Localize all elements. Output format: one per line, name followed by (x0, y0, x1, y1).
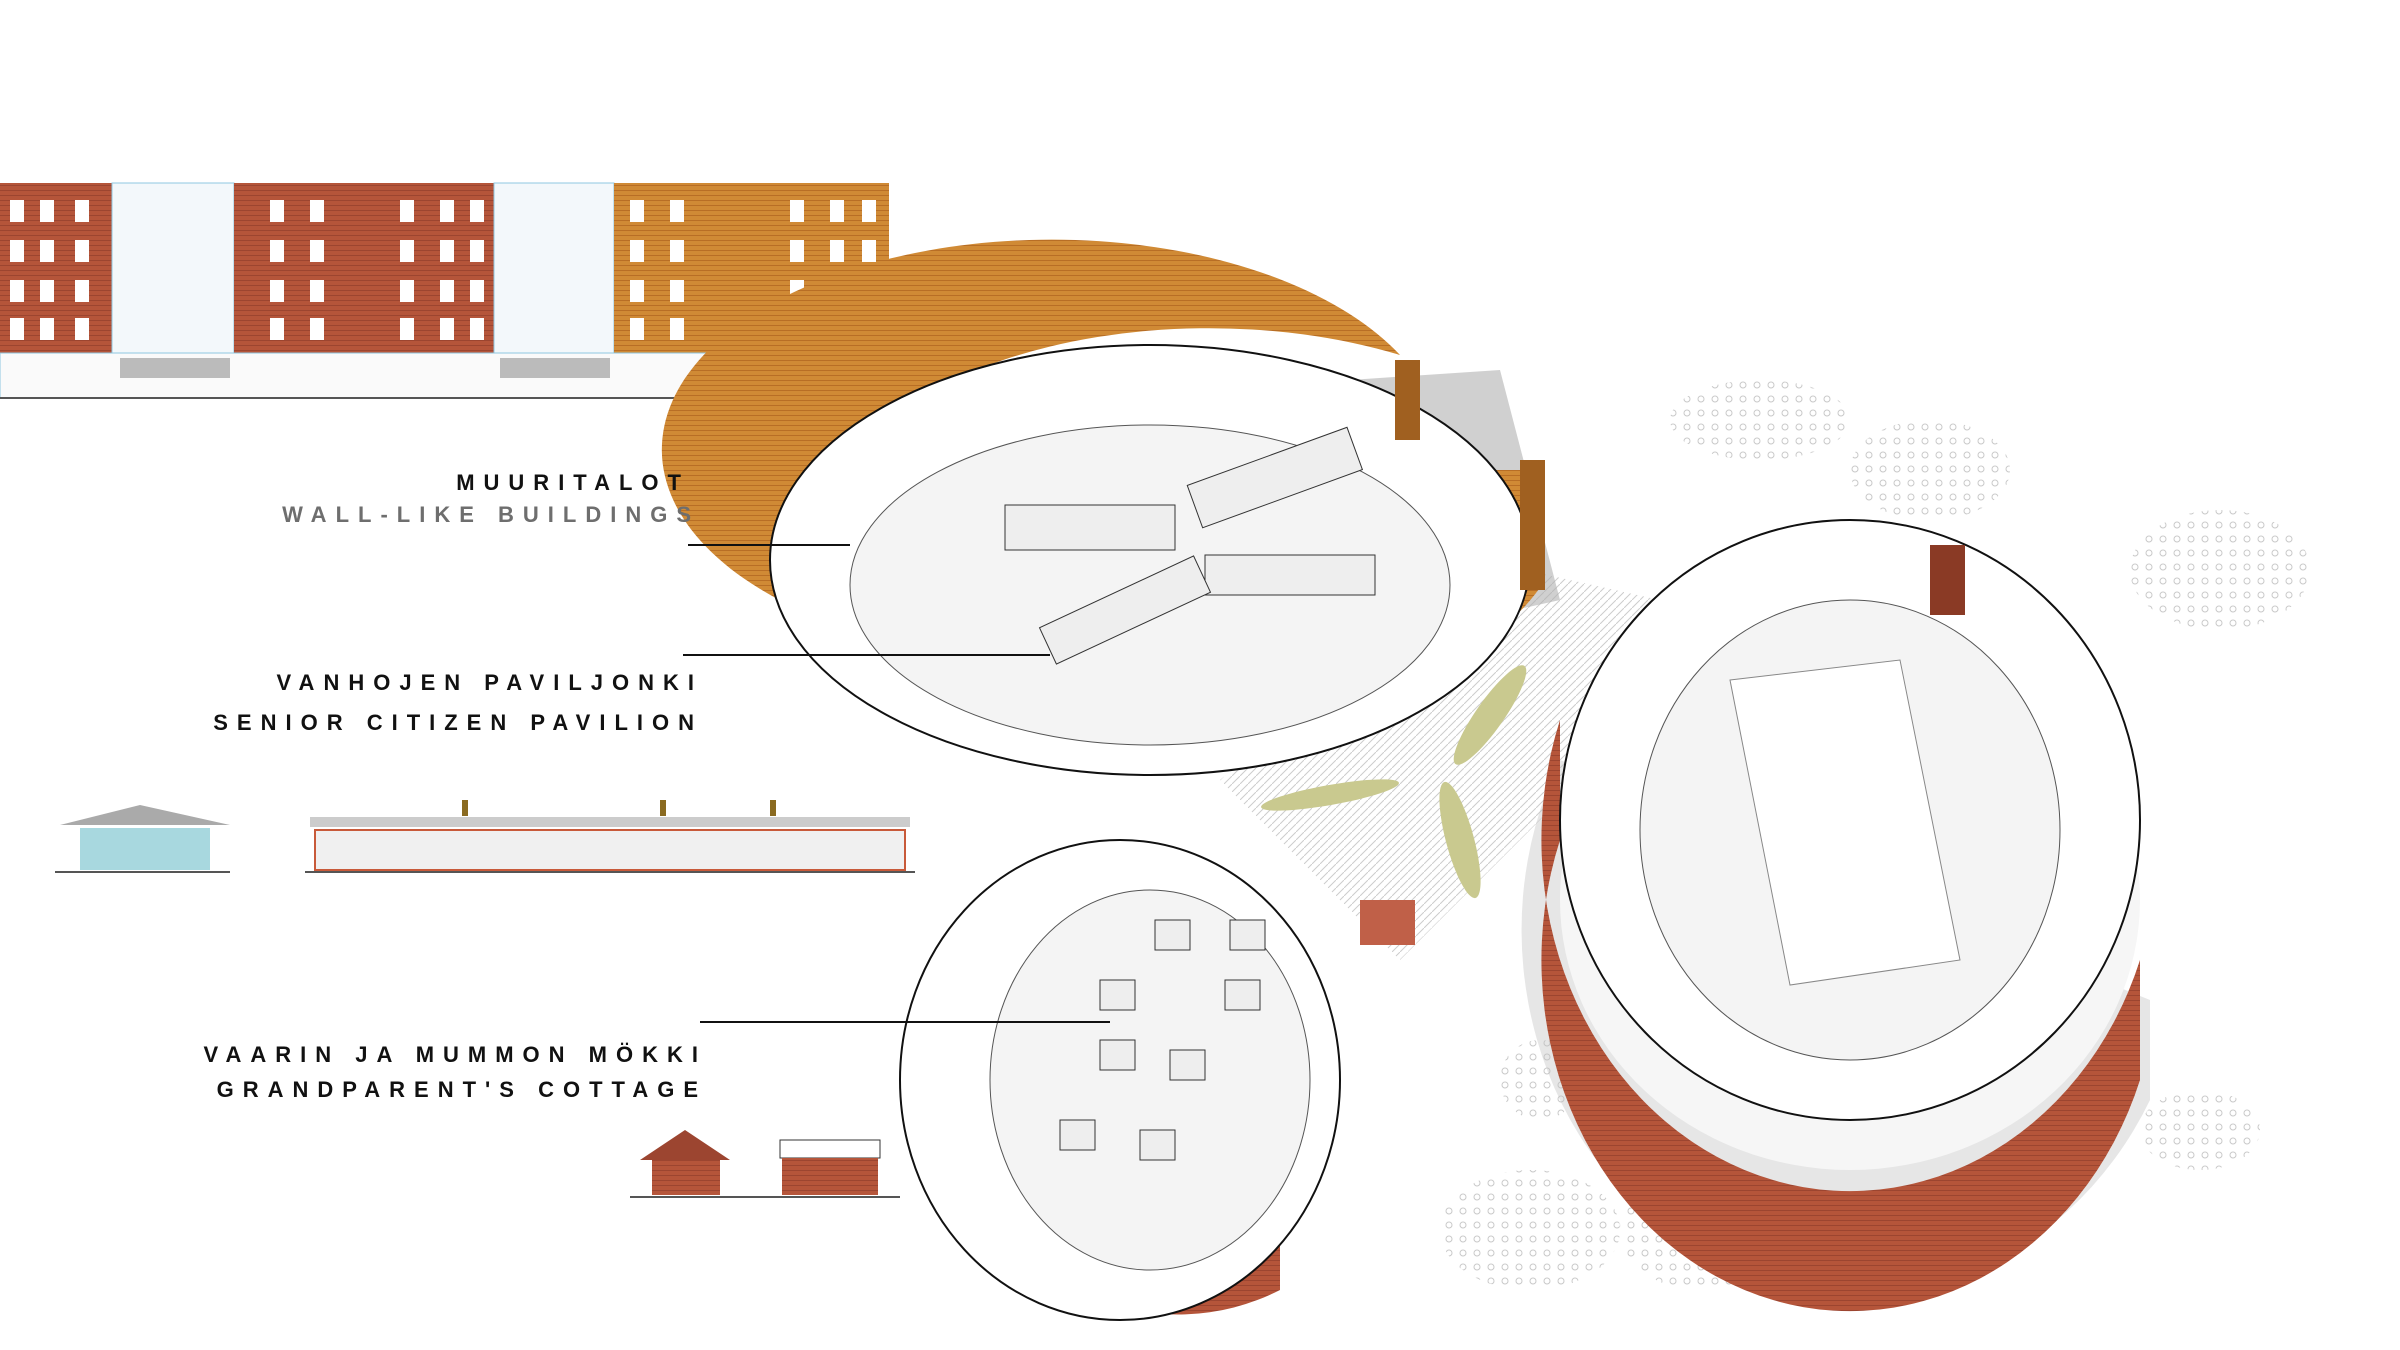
cottage-elevations (630, 1130, 900, 1198)
senior-pavilion (1038, 555, 1212, 665)
sports-field (1729, 659, 1961, 986)
glass-facade (111, 182, 235, 354)
senior-pavilion (1186, 426, 1364, 529)
pavilion-small-elevation (80, 828, 210, 870)
central-plaza (1220, 560, 1660, 960)
senior-pavilion (1204, 554, 1376, 596)
label-muuritalot: MUURITALOT (456, 470, 690, 495)
label-wall-like-buildings: WALL-LIKE BUILDINGS (282, 502, 700, 527)
bottom-left-ring-building (899, 839, 1415, 1321)
top-ring-building (661, 239, 1560, 776)
right-ring-building (1521, 519, 2150, 1312)
cottages (1059, 919, 1266, 1161)
senior-pavilion (1004, 504, 1176, 551)
label-vanhojen-paviljonki: VANHOJEN PAVILJONKI (276, 670, 703, 695)
label-grandparents-cottage: GRANDPARENT'S COTTAGE (216, 1077, 707, 1102)
label-senior-citizen-pavilion: SENIOR CITIZEN PAVILION (213, 710, 703, 735)
pavilion-long-elevation (314, 829, 906, 871)
senior-pavilion-elevations (55, 800, 915, 873)
glass-facade (493, 182, 615, 354)
label-vaarin-ja-mummon-mokki: VAARIN JA MUMMON MÖKKI (203, 1042, 707, 1067)
